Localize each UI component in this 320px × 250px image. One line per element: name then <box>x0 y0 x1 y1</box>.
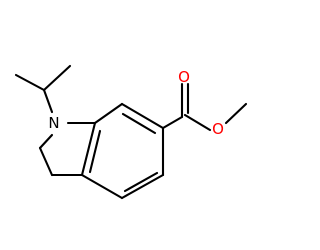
bond-fusion-bottom-c4 <box>80 173 124 200</box>
bond-isopropyl-ch-methyl-right <box>42 64 72 92</box>
bond-ch2-ch2 <box>38 146 54 177</box>
bond-aromatic-inner-2 <box>121 112 157 135</box>
bond-nitrogen-ch2 <box>38 133 54 150</box>
bond-ester-oxygen-methyl <box>224 102 248 125</box>
bond-carbonyl-ester-oxygen <box>183 113 212 132</box>
bond-c7-fusion-top <box>93 102 124 125</box>
bond-fusion-top-fusion-bottom <box>80 121 97 177</box>
structure-canvas: N O O <box>14 64 248 200</box>
atom-label-group: N O O <box>48 68 224 138</box>
bond-aromatic-inner-3 <box>88 129 102 174</box>
bond-ring-carbonyl-carbon <box>161 115 184 130</box>
bond-c4-c5 <box>120 173 165 200</box>
bond-c6-c7 <box>120 102 165 130</box>
bond-aromatic-inner-1 <box>123 171 159 193</box>
atom-label-ester-oxygen: O <box>212 120 224 138</box>
bond-isopropyl-ch-methyl-left <box>14 73 46 92</box>
bond-group <box>14 64 248 200</box>
atom-label-carbonyl-oxygen: O <box>178 68 190 86</box>
bond-isopropyl-ch-nitrogen <box>42 88 54 114</box>
atom-label-nitrogen: N <box>48 114 59 132</box>
